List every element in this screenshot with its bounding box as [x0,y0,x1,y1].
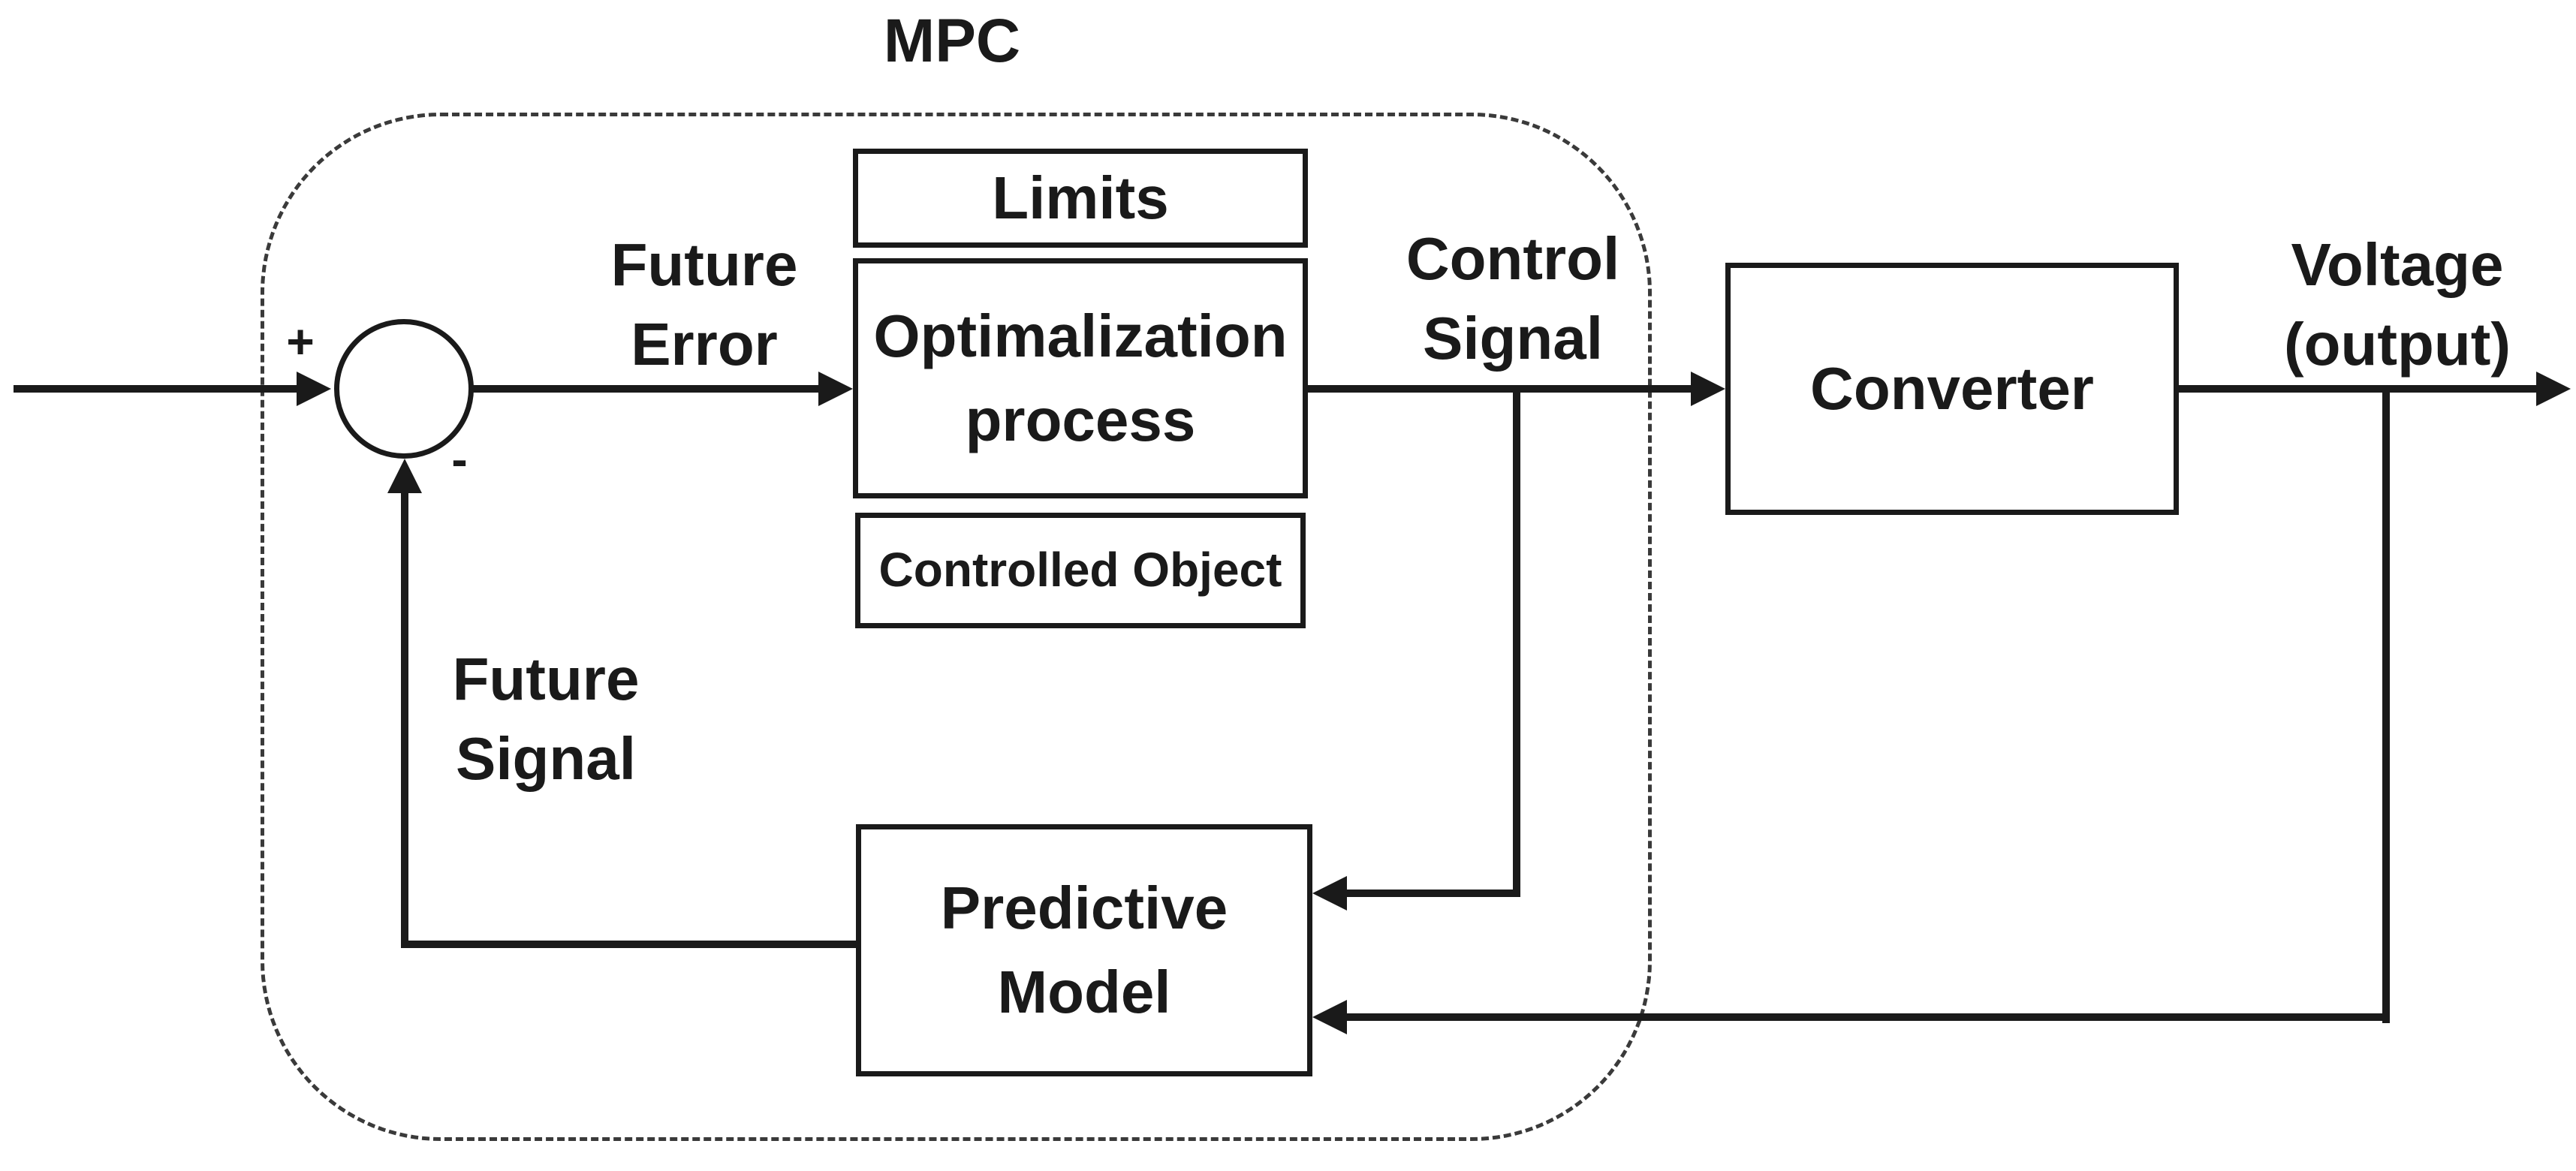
mpc-boundary [261,113,1652,1141]
converter-box: Converter [1725,263,2179,515]
optimization-process-box: Optimalization process [853,258,1308,498]
limits-box: Limits [853,149,1308,248]
future-signal-label: Future Signal [452,646,640,793]
voltage-feedback-vertical-line [2382,385,2390,1023]
control-feedback-vertical-line [1513,385,1520,897]
minus-sign-label: - [451,432,468,486]
output-arrowhead [2536,372,2571,406]
voltage-feedback-arrowhead [1312,1000,1347,1034]
summing-junction [334,319,474,459]
control-feedback-arrowhead [1312,876,1347,911]
control-feedback-horizontal-line [1347,890,1520,897]
setpoint-arrowhead [297,372,331,406]
voltage-output-label: Voltage (output) [2283,231,2511,378]
controlled-object-box: Controlled Object [855,513,1306,628]
setpoint-input-line [14,385,297,393]
future-error-label: Future Error [610,231,798,378]
converter-output-line [2177,385,2538,393]
control-signal-label: Control Signal [1406,225,1620,372]
plus-sign-label: + [286,315,315,369]
control-signal-arrowhead [1691,372,1725,406]
future-error-arrowhead [818,372,853,406]
control-signal-line [1306,385,1694,393]
future-signal-arrowhead [387,459,422,493]
voltage-feedback-horizontal-line [1347,1013,2390,1021]
future-signal-horizontal-line [401,941,856,948]
future-signal-vertical-line [401,489,408,948]
diagram-title: MPC [883,7,1021,75]
predictive-model-box: Predictive Model [856,824,1312,1076]
future-error-line [472,385,820,393]
